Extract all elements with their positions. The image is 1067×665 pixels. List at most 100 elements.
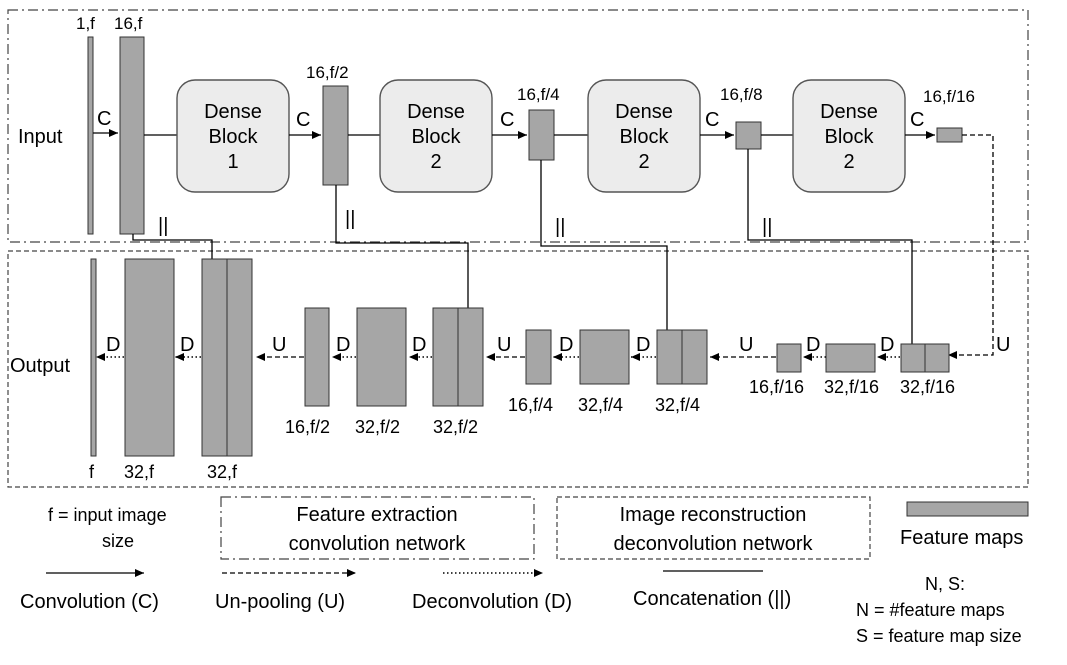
concat-map-32f2-b xyxy=(457,307,484,407)
map-label-32f2-concat: 32,f/2 xyxy=(433,417,478,437)
legend-image-reconstruction-l1: Image reconstruction xyxy=(620,504,807,526)
map-label-16f4: 16,f/4 xyxy=(517,85,560,104)
dense-block-2-l1: Dense xyxy=(407,101,465,123)
map-label-1f: 1,f xyxy=(76,14,95,33)
concat-label-2: || xyxy=(345,208,355,230)
deconv-op-label-d: D xyxy=(559,334,573,356)
feature-map-16f4 xyxy=(528,109,555,161)
map-label-16f16-dec: 16,f/16 xyxy=(749,377,804,397)
dense-block-3-l2: Block xyxy=(620,126,670,148)
dense-block-3-l1: Dense xyxy=(615,101,673,123)
feature-map-32f2 xyxy=(356,307,407,407)
concat-map-32f-a xyxy=(201,258,228,457)
conv-op-label-0: C xyxy=(97,108,111,130)
output-label: Output xyxy=(10,355,70,377)
dense-block-3-l3: 2 xyxy=(638,151,649,173)
deconv-op-label-a: D xyxy=(880,334,894,356)
map-label-32f16: 32,f/16 xyxy=(824,377,879,397)
deconv-op-label-c: D xyxy=(636,334,650,356)
deconv-op-label-h: D xyxy=(106,334,120,356)
legend-deconvolution: Deconvolution (D) xyxy=(412,591,572,613)
legend-feature-extraction-l1: Feature extraction xyxy=(296,504,457,526)
dense-block-1-l1: Dense xyxy=(204,101,262,123)
dense-block-4-l3: 2 xyxy=(843,151,854,173)
legend-f-def-line2: size xyxy=(102,531,134,551)
input-label: Input xyxy=(18,126,63,148)
concat-map-32f-b xyxy=(226,258,253,457)
dense-block-4-l1: Dense xyxy=(820,101,878,123)
legend-feature-extraction-box xyxy=(220,496,535,560)
skip-connection-2 xyxy=(335,185,469,308)
dense-block-2 xyxy=(379,79,493,193)
map-label-32f16-concat: 32,f/16 xyxy=(900,377,955,397)
unpool-op-label-1: U xyxy=(739,334,753,356)
skip-connection-3 xyxy=(540,160,668,330)
deconv-op-label-b: D xyxy=(806,334,820,356)
map-label-16f16: 16,f/16 xyxy=(923,87,975,106)
dense-block-4-l2: Block xyxy=(825,126,875,148)
conv-op-label-3: C xyxy=(705,109,719,131)
legend-feature-extraction-l2: convolution network xyxy=(289,533,467,555)
map-label-32f: 32,f xyxy=(124,462,155,482)
map-label-32f4-concat: 32,f/4 xyxy=(655,395,700,415)
concat-map-32f16-a xyxy=(900,343,926,373)
legend-unpooling: Un-pooling (U) xyxy=(215,591,345,613)
dense-block-2-l2: Block xyxy=(412,126,462,148)
deconv-op-label-e: D xyxy=(412,334,426,356)
legend-ns-title: N, S: xyxy=(925,574,965,594)
deconv-op-label-f: D xyxy=(336,334,350,356)
legend-feature-maps: Feature maps xyxy=(900,527,1023,549)
skip-connection-1 xyxy=(132,234,213,259)
map-label-16f: 16,f xyxy=(114,14,143,33)
map-label-f: f xyxy=(89,462,95,482)
unpool-op-label-0: U xyxy=(996,334,1010,356)
dense-block-2-l3: 2 xyxy=(430,151,441,173)
map-label-16f8: 16,f/8 xyxy=(720,85,763,104)
legend-n-def: N = #feature maps xyxy=(856,600,1005,620)
skip-connection-4 xyxy=(747,149,913,344)
map-label-32f2: 32,f/2 xyxy=(355,417,400,437)
map-label-16f2-dec: 16,f/2 xyxy=(285,417,330,437)
conv-op-label-2: C xyxy=(500,109,514,131)
dense-block-1-l3: 1 xyxy=(227,151,238,173)
feature-map-16f2 xyxy=(322,85,349,186)
feature-extraction-region xyxy=(7,9,1029,243)
unpool-op-label-2: U xyxy=(497,334,511,356)
output-feature-map xyxy=(90,258,97,457)
unpool-path-bottleneck xyxy=(948,134,994,359)
feature-map-16f8 xyxy=(735,121,762,150)
map-label-16f4-dec: 16,f/4 xyxy=(508,395,553,415)
map-label-32f4: 32,f/4 xyxy=(578,395,623,415)
feature-map-16f xyxy=(119,36,145,235)
legend-image-reconstruction-l2: deconvolution network xyxy=(613,533,813,555)
concat-label-1: || xyxy=(158,215,168,237)
feature-map-32f16 xyxy=(825,343,876,373)
concat-map-32f16-b xyxy=(924,343,950,373)
deconv-op-label-g: D xyxy=(180,334,194,356)
dense-block-1-l2: Block xyxy=(209,126,259,148)
feature-map-16f16-dec xyxy=(776,343,802,373)
concat-label-4: || xyxy=(762,216,772,238)
feature-map-32f4 xyxy=(579,329,630,385)
concat-map-32f2-a xyxy=(432,307,459,407)
legend-s-def: S = feature map size xyxy=(856,626,1022,646)
concat-label-3: || xyxy=(555,216,565,238)
legend-convolution: Convolution (C) xyxy=(20,591,159,613)
conv-op-label-4: C xyxy=(910,109,924,131)
unpool-op-label-3: U xyxy=(272,334,286,356)
feature-map-16f2-dec xyxy=(304,307,330,407)
dense-block-3 xyxy=(587,79,701,193)
legend-image-reconstruction-box xyxy=(556,496,871,560)
concat-map-32f4-b xyxy=(681,329,708,385)
legend-concatenation: Concatenation (||) xyxy=(633,588,791,610)
legend-f-def-line1: f = input image xyxy=(48,505,167,525)
image-reconstruction-region xyxy=(7,250,1029,488)
concat-map-32f4-a xyxy=(656,329,683,385)
legend-feature-map-swatch xyxy=(906,501,1029,517)
feature-map-32f xyxy=(124,258,175,457)
feature-map-16f4-dec xyxy=(525,329,552,385)
feature-map-16f16 xyxy=(936,127,963,143)
conv-op-label-1: C xyxy=(296,109,310,131)
